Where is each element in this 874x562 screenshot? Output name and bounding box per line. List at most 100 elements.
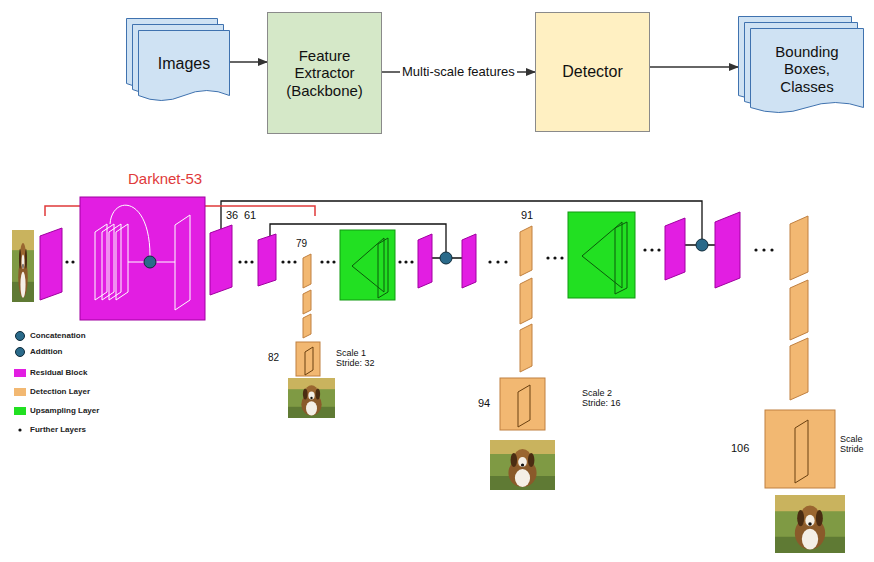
- residual-block: [80, 197, 205, 320]
- scale-label: Scale 1 Stride: 32: [336, 348, 394, 369]
- document-stack: Images: [126, 18, 230, 106]
- upsampling-layer: [378, 238, 388, 298]
- further-layers: [410, 260, 413, 263]
- legend-swatch: [14, 369, 26, 377]
- residual-block: [258, 234, 276, 286]
- node-label: Bounding Boxes, Classes: [757, 43, 857, 95]
- detection-inner: [518, 385, 530, 427]
- output-image: [490, 440, 555, 490]
- edge-label: Multi-scale features: [400, 65, 517, 80]
- residual-inner: [102, 224, 114, 300]
- residual-inner: [116, 224, 128, 300]
- concatenation-symbol: [696, 239, 708, 251]
- node-text-area: Bounding Boxes, Classes: [750, 28, 864, 110]
- legend-text: Addition: [30, 347, 62, 356]
- further-layers: [404, 260, 407, 263]
- further-layers: [320, 260, 323, 263]
- upsampling-layer: [340, 230, 395, 300]
- further-layers: [553, 256, 556, 259]
- layer-number: 79: [296, 238, 307, 250]
- flow-arrow: [230, 61, 267, 63]
- process-box: Feature Extractor (Backbone): [267, 12, 382, 134]
- further-layers: [65, 260, 68, 263]
- detection-layer: [303, 314, 311, 338]
- scale-label: Scale Stride: [840, 434, 872, 455]
- further-layers: [560, 256, 563, 259]
- detection-layer: [520, 324, 532, 372]
- further-layers: [293, 260, 296, 263]
- output-image: [288, 378, 335, 418]
- upsampling-layer: [568, 212, 635, 298]
- layer-number: 94: [478, 397, 490, 410]
- node-label: Feature Extractor (Backbone): [275, 47, 374, 99]
- addition-symbol: [144, 256, 156, 268]
- legend-swatch: [14, 388, 26, 396]
- further-layers: [488, 260, 491, 263]
- legend-dot: [18, 428, 21, 431]
- detection-layer: [296, 216, 835, 488]
- further-layers: [332, 260, 335, 263]
- detection-layer: [303, 290, 311, 314]
- flow-arrow: [650, 66, 738, 68]
- input-image: [12, 230, 34, 302]
- further-layers: [71, 260, 74, 263]
- upsampling-layer: [582, 222, 622, 288]
- detection-layer: [296, 342, 320, 376]
- detection-layer: [303, 254, 311, 288]
- residual-block: [715, 212, 740, 288]
- output-image: [775, 495, 845, 553]
- further-layers: [65, 248, 773, 263]
- further-layers: [762, 248, 765, 251]
- upsampling-layer: [615, 222, 627, 294]
- document-page: [139, 31, 230, 101]
- further-layers: [770, 248, 773, 251]
- document-page: [751, 29, 864, 113]
- further-layers: [754, 248, 757, 251]
- further-layers: [281, 260, 284, 263]
- layer-number: 82: [268, 352, 279, 364]
- further-layers: [287, 260, 290, 263]
- detection-layer: [520, 278, 532, 324]
- concatenation-symbol: [440, 252, 452, 264]
- upsampling-layer: [352, 238, 384, 292]
- layer-number: 106: [731, 442, 749, 455]
- further-layers: [657, 248, 660, 251]
- detection-layer: [500, 378, 545, 430]
- detection-layer: [790, 216, 808, 280]
- further-layers: [238, 260, 241, 263]
- detection-layer: [790, 280, 808, 340]
- residual-block: [665, 218, 685, 280]
- legend-circle: [16, 348, 25, 357]
- scale-label: Scale 2 Stride: 16: [582, 388, 640, 409]
- legend-symbol: [14, 346, 26, 358]
- residual-inner: [110, 205, 150, 256]
- legend-text: Concatenation: [30, 331, 86, 340]
- residual-inner: [95, 205, 190, 310]
- detection-layer: [520, 226, 532, 276]
- further-layers: [643, 248, 646, 251]
- legend-text: Upsampling Layer: [30, 406, 99, 415]
- detection-inner: [305, 347, 313, 375]
- residual-block: [40, 197, 740, 320]
- residual-block: [462, 234, 476, 288]
- detection-layer: [765, 410, 835, 488]
- section-title: Darknet-53: [128, 170, 202, 187]
- further-layers: [244, 260, 247, 263]
- detection-inner: [305, 347, 808, 483]
- residual-block: [418, 234, 432, 288]
- further-layers: [496, 260, 499, 263]
- further-layers: [326, 260, 329, 263]
- residual-inner: [95, 224, 107, 300]
- document-stack: Bounding Boxes, Classes: [738, 16, 864, 118]
- legend-symbol: [14, 424, 26, 436]
- detection-inner: [795, 420, 808, 483]
- further-layers: [650, 248, 653, 251]
- node-text-area: Detector: [536, 13, 649, 131]
- residual-block: [210, 225, 232, 295]
- detection-layer: [790, 338, 808, 400]
- node-label: Detector: [562, 63, 622, 81]
- upsampling-layer: [340, 212, 635, 300]
- legend-text: Detection Layer: [30, 387, 90, 396]
- legend-circle: [16, 332, 25, 341]
